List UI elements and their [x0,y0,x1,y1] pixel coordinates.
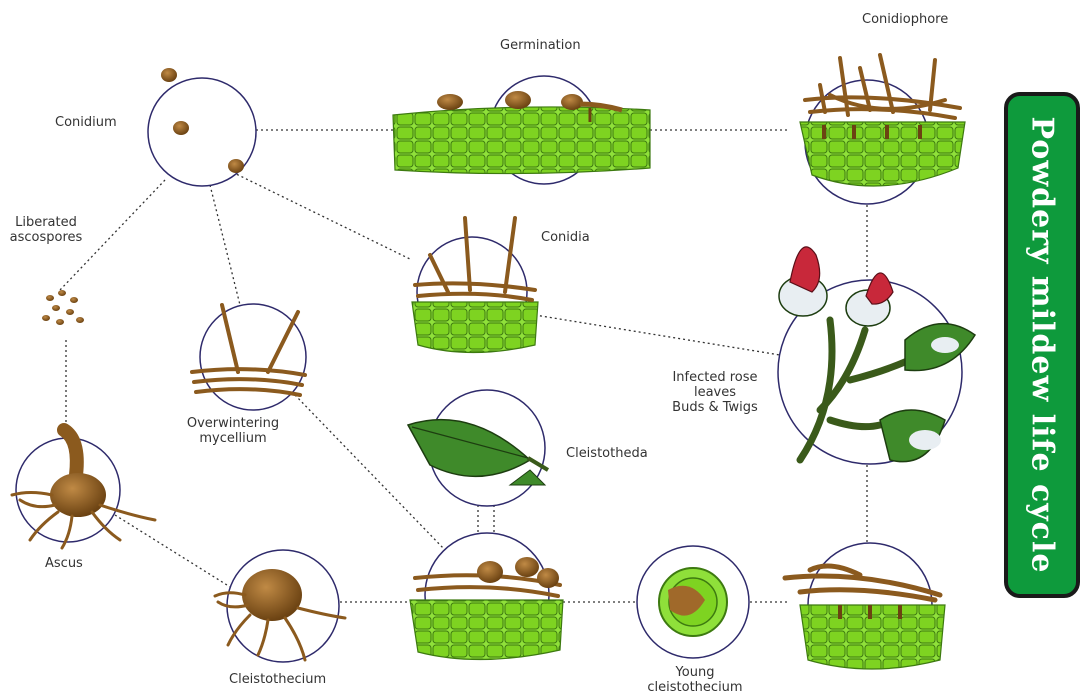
cleistotheda-stage [408,390,548,506]
label-infected-rose: Infected rose leaves Buds & Twigs [660,370,770,415]
label-overwintering-mycellium: Overwintering mycellium [178,416,288,446]
label-conidium: Conidium [55,115,117,130]
label-ascus: Ascus [45,556,83,571]
mycelium-on-leaf-stage [785,543,945,669]
ascus-stage [12,430,155,548]
title-text: Powdery mildew life cycle [1025,117,1060,574]
germination-stage [393,76,650,184]
label-cleistothecium: Cleistothecium [229,672,326,687]
conidia-stage [412,218,538,353]
label-conidiophore: Conidiophore [862,12,948,27]
label-liberated-ascospores: Liberated ascospores [6,215,86,245]
label-young-cleistothecium: Young cleistothecium [640,665,750,695]
label-conidia: Conidia [541,230,590,245]
ascospores [42,290,84,325]
label-cleistotheda: Cleistotheda [566,446,648,461]
cleistothecium-stage [215,550,345,662]
connector-lines [60,130,867,602]
leaf-cleistothecium-stage [410,533,563,660]
title-box: Powdery mildew life cycle [1004,92,1080,598]
label-germination: Germination [500,38,581,53]
conidiophore-stage [800,55,965,204]
conidium-stage [148,68,256,186]
young-cleistothecium-stage [637,546,749,658]
infected-rose [778,247,975,464]
overwintering-mycellium-stage [192,304,306,410]
